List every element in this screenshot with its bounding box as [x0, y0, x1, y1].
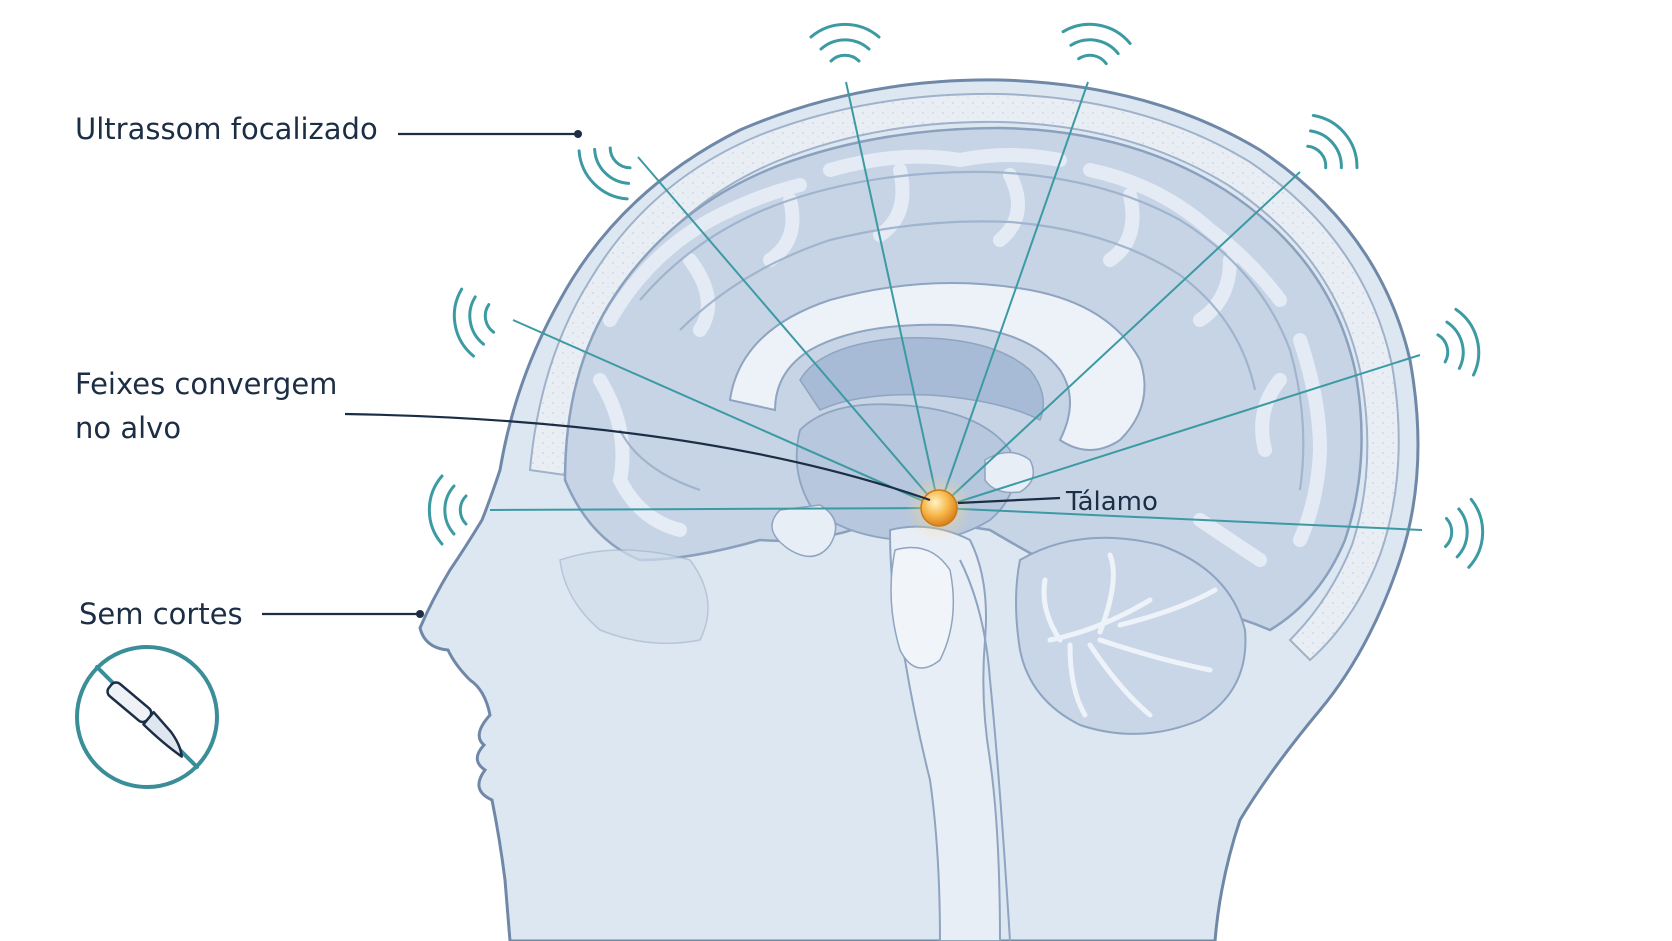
ultrasound-wave-icon: [452, 287, 496, 358]
leader-target: [957, 496, 1061, 505]
leader-lines: [262, 130, 1061, 618]
ultrasound-wave-icon: [427, 474, 468, 546]
hypothalamus: [771, 504, 837, 558]
label-target: Tálamo: [1065, 487, 1158, 517]
label-beams-line2: no alvo: [75, 411, 181, 445]
ultrasound-wave-icon: [577, 146, 632, 201]
leader-no-cuts-dot: [416, 610, 424, 618]
label-no-cuts: Sem cortes: [79, 597, 243, 631]
gyri: [593, 148, 1328, 567]
beam-3: [938, 81, 1089, 509]
spinal-canal: [959, 559, 1011, 941]
skull: [528, 92, 1400, 662]
beam-5: [512, 319, 940, 509]
corpus-callosum: [728, 281, 1146, 451]
label-ultrasound: Ultrassom focalizado: [75, 112, 378, 146]
nasal-cavity: [559, 549, 709, 645]
sulci: [619, 170, 1305, 492]
thalamus-focus-dot: [920, 489, 958, 527]
no-scalpel-icon: [75, 645, 219, 789]
leader-beams: [344, 412, 931, 502]
ventricle: [799, 337, 1045, 422]
transducer-waves: [427, 22, 1485, 569]
pons: [890, 546, 955, 669]
label-beams-line1: Feixes convergem: [75, 367, 337, 401]
beam-8: [938, 507, 1423, 531]
leader-ultrasound-dot: [574, 130, 582, 138]
ultrasound-wave-icon: [1061, 22, 1132, 66]
ultrasound-wave-icon: [1436, 307, 1481, 377]
beam-6: [938, 354, 1421, 509]
beam-2: [845, 81, 940, 509]
ultrasound-beams: [489, 81, 1423, 531]
beam-4: [938, 171, 1301, 509]
arbor-vitae: [1041, 552, 1218, 718]
ultrasound-wave-icon: [1444, 497, 1485, 569]
ultrasound-wave-icon: [1306, 114, 1359, 170]
beam-7: [489, 507, 940, 511]
ultrasound-wave-icon: [809, 22, 881, 63]
beam-1: [637, 156, 940, 509]
